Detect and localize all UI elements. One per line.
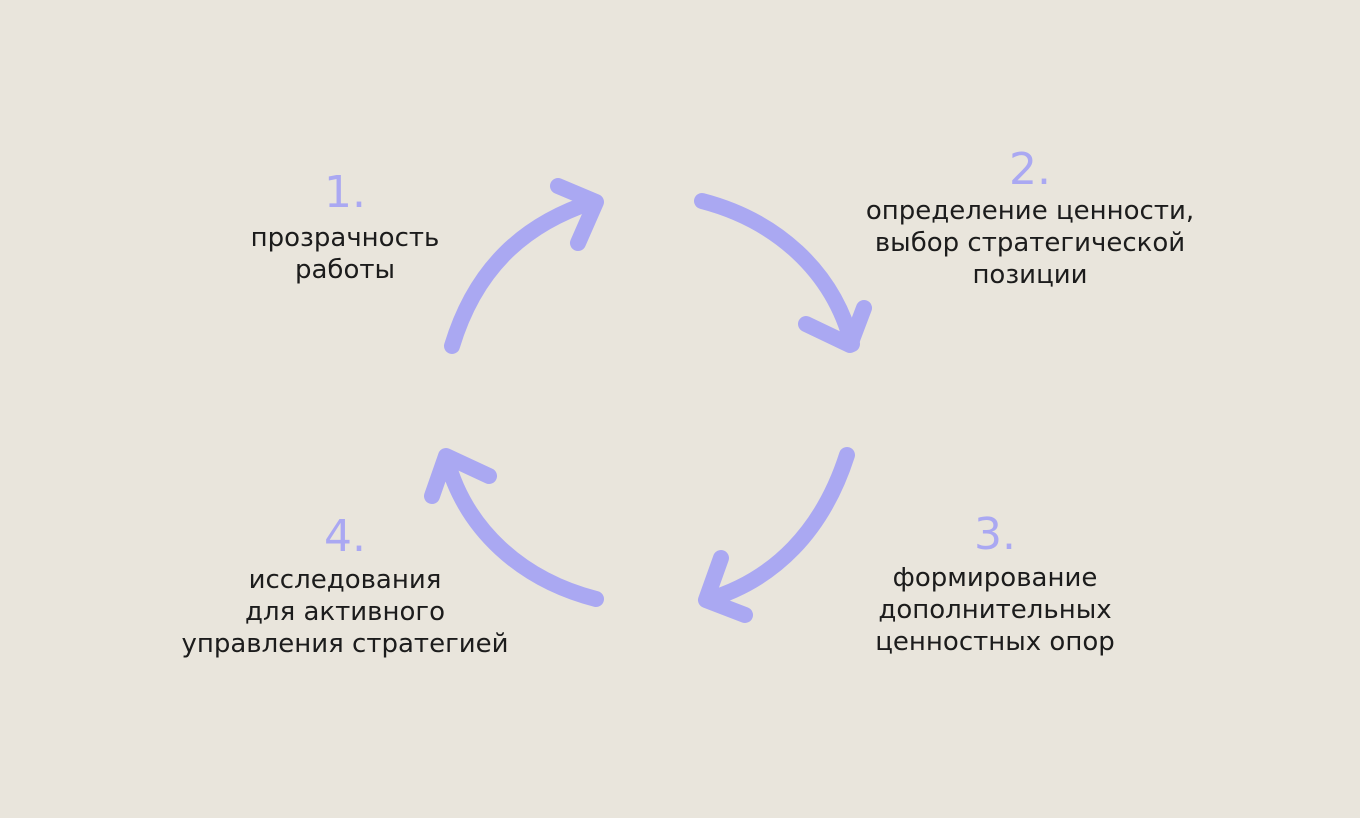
arrow-1-icon <box>444 178 604 354</box>
step-2-number: 2. <box>1009 144 1051 195</box>
step-1: 1. прозрачность работы <box>200 170 490 286</box>
step-4-text: исследования для активного управления ст… <box>181 565 509 659</box>
step-3: 3. формирование дополнительных ценностны… <box>830 512 1160 658</box>
step-3-number: 3. <box>974 509 1016 560</box>
step-3-text: формирование дополнительных ценностных о… <box>875 563 1115 657</box>
arrow-4-icon <box>424 448 604 607</box>
step-2-text: определение ценности, выбор стратегическ… <box>865 196 1195 290</box>
arrow-3-icon <box>698 447 855 623</box>
arrow-2-icon <box>694 193 872 353</box>
step-4: 4. исследования для активного управления… <box>160 514 530 660</box>
step-1-number: 1. <box>324 167 366 218</box>
step-4-number: 4. <box>324 511 366 562</box>
step-2: 2. определение ценности, выбор стратегич… <box>820 147 1240 291</box>
step-1-text: прозрачность работы <box>250 223 440 285</box>
